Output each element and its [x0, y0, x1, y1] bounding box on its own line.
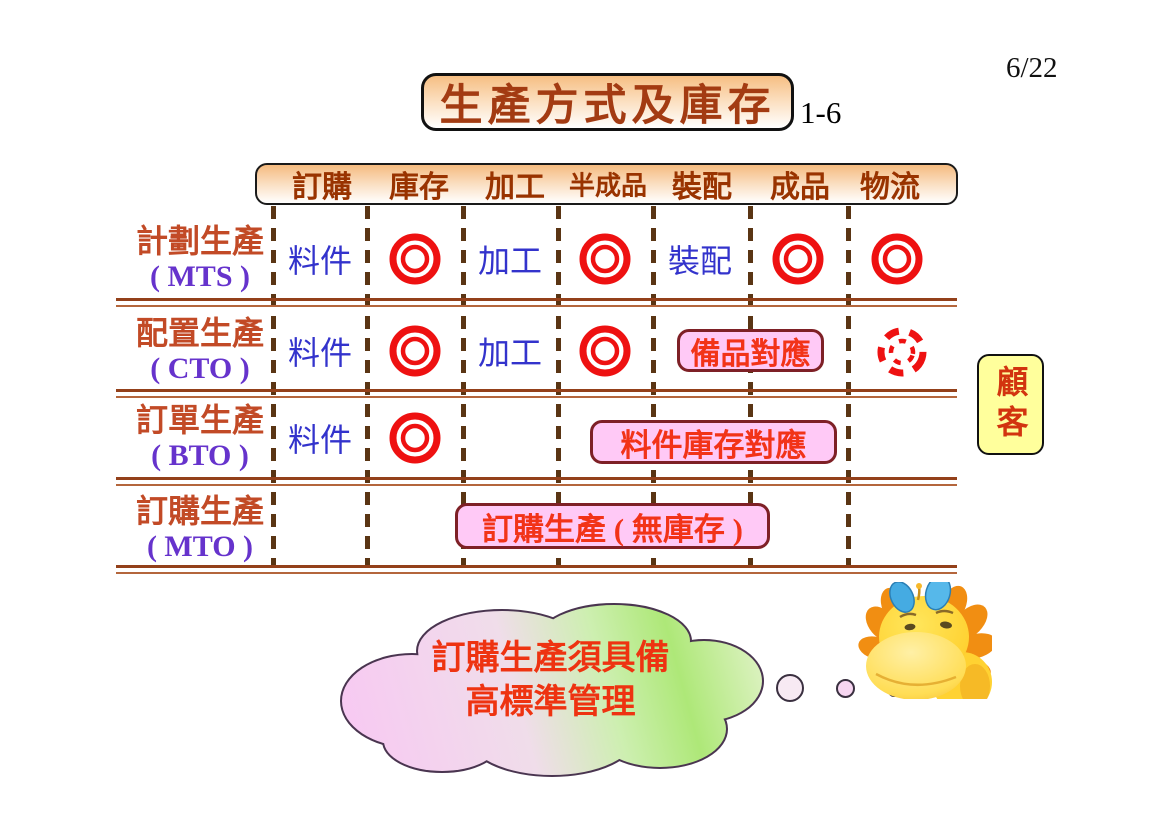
cloud-caption: 訂購生產須具備 高標準管理 [378, 637, 723, 725]
inventory-marker-icon [389, 233, 441, 285]
row-code: ( CTO ) [150, 352, 250, 385]
row-separator [116, 298, 957, 307]
column-divider [271, 206, 276, 566]
cloud-caption-line1: 訂購生產須具備 [431, 640, 670, 677]
cell-text: 加工 [477, 335, 543, 371]
header-col-order: 訂購 [292, 171, 352, 204]
header-col-stock: 庫存 [389, 171, 449, 204]
row-label-bto: 訂單生產 ( BTO ) [100, 402, 300, 474]
row-code: ( MTS ) [150, 260, 250, 293]
row-code: ( BTO ) [151, 439, 249, 472]
inventory-marker-icon [871, 233, 923, 285]
row-label-mts: 計劃生產 ( MTS ) [100, 223, 300, 295]
cloud-caption-line2: 高標準管理 [465, 684, 636, 721]
page-title: 生產方式及庫存 [439, 83, 776, 130]
cell-text: 加工 [477, 243, 543, 279]
thought-bubble [836, 679, 855, 698]
row-separator [116, 389, 957, 398]
column-divider [748, 206, 753, 566]
customer-label: 顧客 [992, 364, 1029, 445]
customer-box: 顧客 [977, 354, 1044, 455]
inventory-marker-icon [389, 325, 441, 377]
dashed-inventory-marker-icon [877, 327, 927, 377]
row-code: ( MTO ) [146, 530, 254, 563]
header-col-semi: 半成品 [568, 171, 648, 201]
inventory-marker-icon [389, 412, 441, 464]
header-col-process: 加工 [485, 171, 545, 204]
header-col-assembly: 裝配 [672, 171, 732, 204]
lesson-number: 1-6 [800, 95, 842, 130]
inventory-marker-icon [772, 233, 824, 285]
cell-text: 料件 [287, 335, 353, 371]
row-separator [116, 565, 957, 574]
mascot-dragon-icon [858, 582, 992, 699]
material-stock-badge: 料件庫存對應 [590, 420, 837, 464]
cell-text: 裝配 [667, 243, 733, 279]
page-number: 6/22 [1006, 52, 1058, 84]
row-title: 計劃生產 [135, 223, 264, 259]
inventory-marker-icon [579, 325, 631, 377]
title-box: 生產方式及庫存 [421, 73, 794, 131]
row-title: 訂購生產 [135, 493, 264, 529]
spare-parts-badge: 備品對應 [677, 329, 824, 372]
row-label-cto: 配置生產 ( CTO ) [100, 315, 300, 387]
row-label-mto: 訂購生產 ( MTO ) [100, 493, 300, 565]
column-divider [556, 206, 561, 566]
thought-cloud [340, 603, 764, 777]
process-header-bar: 訂購 庫存 加工 半成品 裝配 成品 物流 [255, 163, 958, 205]
thought-bubble [776, 674, 804, 702]
row-title: 配置生產 [135, 315, 264, 351]
header-col-finished: 成品 [770, 171, 830, 204]
column-divider [846, 206, 851, 566]
no-stock-badge: 訂購生產 ( 無庫存 ) [455, 503, 770, 549]
column-divider [365, 206, 370, 566]
row-title: 訂單生產 [135, 402, 264, 438]
header-col-logistics: 物流 [860, 171, 920, 204]
column-divider [651, 206, 656, 566]
column-divider [461, 206, 466, 566]
cell-text: 料件 [287, 243, 353, 279]
inventory-marker-icon [579, 233, 631, 285]
row-separator [116, 477, 957, 486]
cell-text: 料件 [287, 422, 353, 458]
